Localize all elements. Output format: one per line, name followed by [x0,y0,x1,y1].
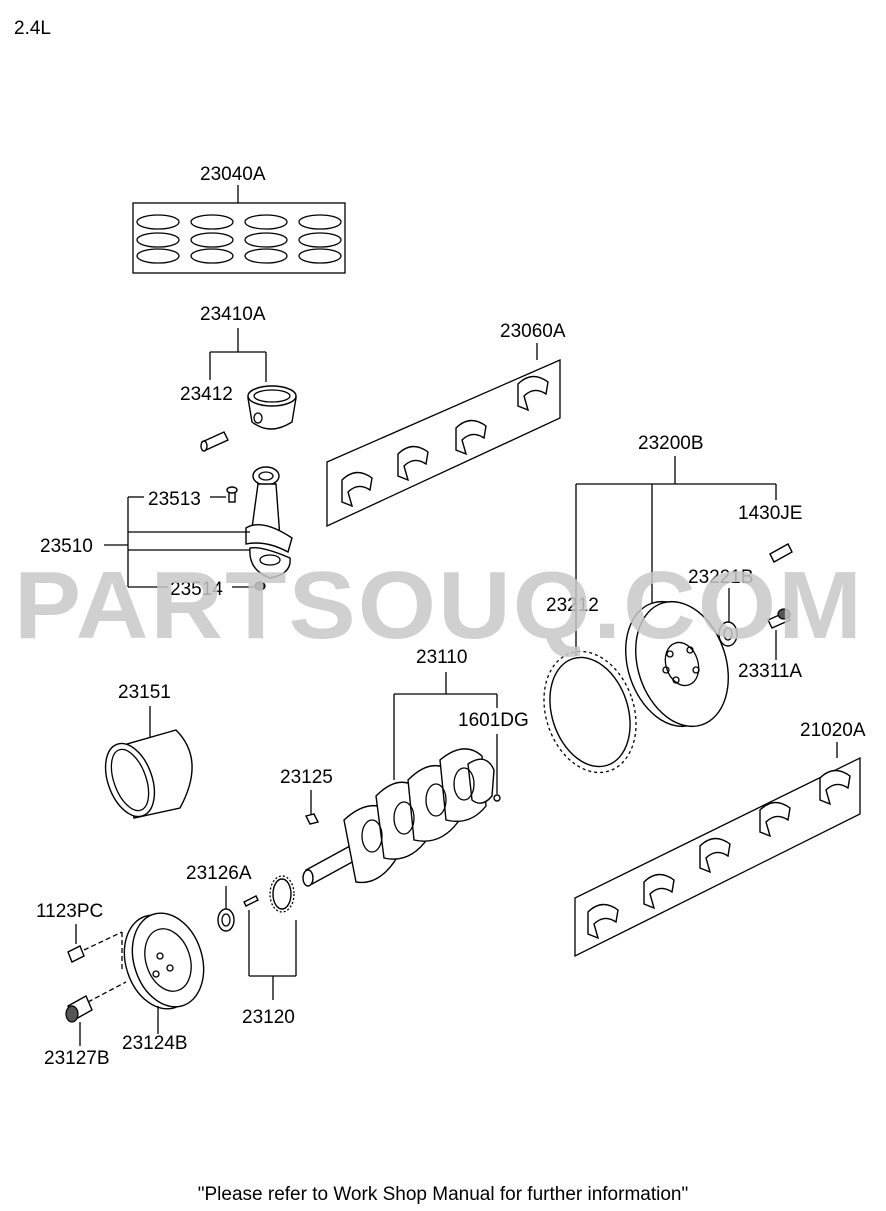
label-23221B[interactable]: 23221B [688,567,754,588]
ring-gear-drawing [543,650,637,774]
label-23110[interactable]: 23110 [416,647,467,668]
flywheel-bolt-drawing [767,608,791,629]
label-23040A[interactable]: 23040A [200,164,266,185]
damper-bolt-drawing [65,981,159,1046]
crankshaft-leader-lines [393,672,498,794]
label-23412[interactable]: 23412 [180,384,233,405]
label-23212[interactable]: 23212 [546,595,599,616]
label-1601DG[interactable]: 1601DG [458,710,529,731]
flywheel-leader-lines [575,456,777,660]
connecting-rod-leader-lines [104,496,254,588]
label-23124B[interactable]: 23124B [122,1033,188,1054]
flywheel-drawing [625,600,729,728]
pulley-bolt-drawing [67,924,123,963]
label-23126A[interactable]: 23126A [186,863,252,884]
sprocket-leader-lines [248,910,297,1000]
watermark-text: PARTSOUQ.COM [14,552,864,659]
crankshaft-key-drawing [304,790,320,825]
label-23200B[interactable]: 23200B [638,433,704,454]
flywheel-dowel-pin-drawing [769,543,793,563]
crank-pulley-drawing [121,912,205,1010]
crank-sprocket-spacer-drawing [217,886,235,932]
engine-variant-label: 2.4L [14,18,51,39]
label-1430JE[interactable]: 1430JE [738,503,802,524]
label-23125[interactable]: 23125 [280,767,333,788]
thrust-bearing-drawing [104,706,193,819]
label-21020A[interactable]: 21020A [800,720,866,741]
label-23513[interactable]: 23513 [148,489,201,510]
label-23127B[interactable]: 23127B [44,1048,110,1069]
main-bearing-set-drawing [574,742,861,958]
label-23514[interactable]: 23514 [170,579,223,600]
crank-sprocket-drawing [243,875,295,913]
connecting-rod-drawing [226,466,293,591]
piston-leader-lines [209,328,267,382]
label-1123PC[interactable]: 1123PC [36,901,103,922]
label-23060A[interactable]: 23060A [500,321,566,342]
footer-note: "Please refer to Work Shop Manual for fu… [197,1184,689,1205]
piston-pin-drawing [200,431,229,452]
label-23510[interactable]: 23510 [40,536,93,557]
piston-drawing [247,385,297,430]
label-23120[interactable]: 23120 [242,1007,295,1028]
label-23151[interactable]: 23151 [118,682,171,703]
conrod-bearing-set-drawing [326,343,561,528]
piston-ring-set-drawing [132,185,346,274]
label-23311A[interactable]: 23311A [738,661,802,682]
crankshaft-drawing [302,748,501,887]
flywheel-bushing-drawing [718,621,738,647]
label-23410A[interactable]: 23410A [200,304,266,325]
